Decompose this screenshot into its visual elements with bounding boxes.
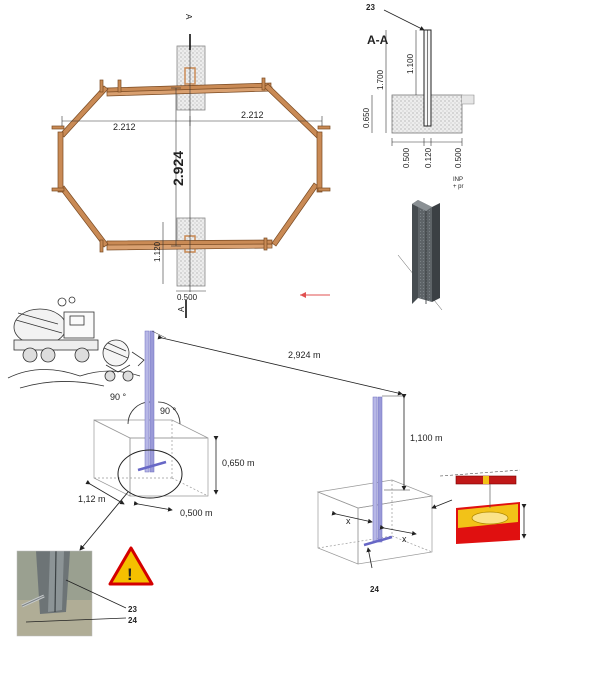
section-marker-bottom: A xyxy=(177,306,186,312)
section-dim-post-above: 1.100 xyxy=(406,53,415,74)
detail-circle xyxy=(117,449,183,499)
section-title: A-A xyxy=(367,33,389,47)
iso-callout-24: 24 xyxy=(370,585,379,594)
timber-frame xyxy=(51,77,331,253)
section-callout-23: 23 xyxy=(366,3,375,12)
iso-dim-footing-width: 0,500 m xyxy=(180,508,213,518)
red-direction-arrow xyxy=(300,292,330,298)
section-profile-note-1: INP xyxy=(453,177,463,183)
iso-dim-post-height: 1,100 m xyxy=(410,433,443,443)
section-dim-bottom-right: 0.500 xyxy=(454,147,463,168)
section-marker-top: A xyxy=(184,14,193,20)
section-dim-footing-height: 0.650 xyxy=(362,107,371,128)
plan-view: A A 2.212 2.212 2.924 1.120 0.500 xyxy=(51,14,331,318)
warning-sign: ! xyxy=(108,546,154,586)
concrete-mixer-sketch xyxy=(7,296,145,389)
spirit-level-illustration xyxy=(439,469,527,544)
section-dim-total: 1.700 xyxy=(376,69,385,90)
plan-dim-right: 2.212 xyxy=(241,110,264,120)
plan-dim-length: 2.924 xyxy=(170,151,186,186)
plan-footing-top xyxy=(176,45,206,111)
iso-footing-right xyxy=(316,479,434,565)
section-dim-bottom-mid: 0.120 xyxy=(424,147,433,168)
iso-angle-left: 90 ° xyxy=(110,392,127,402)
iso-dim-span: 2,924 m xyxy=(288,350,321,360)
photo-callout-24: 24 xyxy=(128,616,137,625)
iso-post-right xyxy=(363,396,393,547)
section-dim-bottom-left: 0.500 xyxy=(402,147,411,168)
iso-angle-right: 90 ° xyxy=(160,406,177,416)
detail-photo: 23 24 xyxy=(16,550,137,637)
plan-dim-left: 2.212 xyxy=(113,122,136,132)
warning-symbol: ! xyxy=(127,565,133,584)
iso-offset-x-left: x xyxy=(346,516,351,526)
iso-dim-footing-height: 0,650 m xyxy=(222,458,255,468)
isometric-view: 2,924 m 1,100 m 0,650 m 1,12 m 0,500 m 9… xyxy=(78,330,453,594)
plan-dim-footing-width: 0.500 xyxy=(177,293,198,302)
section-profile-note-2: + pr xyxy=(453,184,464,190)
plan-dim-footing-depth: 1.120 xyxy=(153,241,162,262)
section-view: 23 A-A 1.100 1.700 0.650 0.500 0.120 0.5… xyxy=(362,3,475,190)
photo-callout-23: 23 xyxy=(128,605,137,614)
iso-dim-footing-length: 1,12 m xyxy=(78,494,106,504)
steel-profile-illustration xyxy=(397,200,443,311)
iso-post-left xyxy=(137,330,167,473)
iso-offset-x-right: x xyxy=(402,534,407,544)
